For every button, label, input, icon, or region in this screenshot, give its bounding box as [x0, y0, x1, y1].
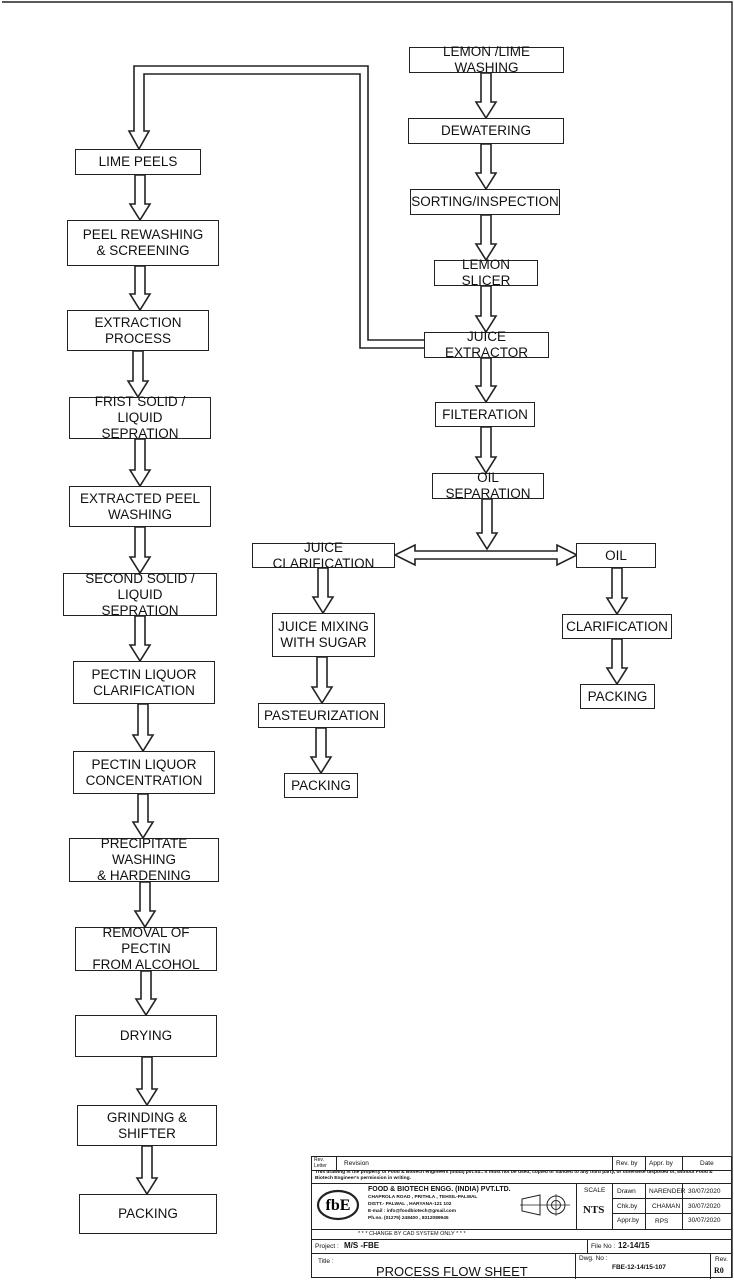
flow-arrow	[474, 214, 498, 262]
box-removal-pectin: REMOVAL OF PECTIN FROM ALCOHOL	[75, 925, 217, 972]
project-value: M/S -FBE	[344, 1241, 380, 1250]
box-sorting-inspection: SORTING/INSPECTION	[410, 189, 560, 215]
appr-by-label: Appr. by	[649, 1160, 673, 1167]
box-lemon-slicer: LEMON SLICER	[434, 257, 538, 288]
flow-arrow	[474, 72, 498, 120]
flow-arrow	[135, 1056, 159, 1107]
box-peel-rewashing: PEEL REWASHING & SCREENING	[67, 220, 219, 266]
company-name: FOOD & BIOTECH ENGG. (INDIA) PVT.LTD.	[368, 1186, 511, 1193]
title-label: Title :	[318, 1258, 334, 1265]
box-juice-clarification: JUICE CLARIFICATION	[252, 540, 395, 571]
flow-arrow	[474, 357, 498, 404]
chk-name: CHAMAN	[652, 1203, 681, 1210]
flow-arrow	[474, 426, 498, 475]
ownership-notice: This drawing is the property of Food & B…	[315, 1170, 713, 1181]
date-label: Date	[700, 1160, 714, 1167]
flow-arrow	[605, 567, 629, 616]
drawn-name: NARENDER	[649, 1188, 686, 1195]
box-pasteurization: PASTEURIZATION	[258, 703, 385, 728]
scale-value: NTS	[583, 1204, 605, 1216]
box-filteration: FILTERATION	[435, 402, 535, 427]
box-drying: DRYING	[75, 1015, 217, 1057]
flow-arrow	[134, 970, 158, 1017]
box-dewatering: DEWATERING	[408, 118, 564, 144]
box-grinding-shifter: GRINDING & SHIFTER	[77, 1105, 217, 1146]
box-extracted-peel-washing: EXTRACTED PEEL WASHING	[69, 486, 211, 527]
box-pectin-clarification: PECTIN LIQUOR CLARIFICATION	[73, 661, 215, 704]
rev-label: Rev.	[715, 1256, 728, 1263]
box-left-packing: PACKING	[79, 1194, 217, 1234]
flow-arrow	[131, 703, 155, 753]
box-oil-clarification: CLARIFICATION	[562, 614, 672, 639]
revision-label: Revision	[344, 1160, 369, 1167]
flow-arrow	[128, 438, 152, 488]
dwg-no-value: FBE-12-14/15-107	[612, 1264, 666, 1271]
company-phone: Ph.no. (01275) 248400 , 8312089945	[368, 1216, 449, 1221]
drawn-label: Drawn	[617, 1188, 636, 1195]
box-lemon-washing: LEMON /LIME WASHING	[409, 44, 564, 75]
company-address-1: CHAPROLA ROAD , PRITHLA , TEHSIL-PALWAL	[368, 1195, 478, 1200]
fbe-logo-text: fbE	[326, 1197, 351, 1214]
flow-arrow	[128, 174, 152, 222]
peel-transfer-pipe	[127, 65, 424, 349]
rev-letter-label: Rev. Letter	[314, 1157, 327, 1169]
appr-name: RPS	[655, 1218, 669, 1225]
flow-arrow	[128, 526, 152, 575]
box-juice-extractor: JUICE EXTRACTOR	[424, 329, 549, 360]
appr-date: 30/07/2020	[688, 1217, 721, 1224]
company-address-2: DISTT.- PALWAL , HARYANA-121 102	[368, 1202, 452, 1207]
projection-symbol-icon	[520, 1194, 570, 1216]
box-second-separation: SECOND SOLID / LIQUID SEPRATION	[63, 571, 217, 618]
box-oil-packing: PACKING	[580, 684, 655, 709]
split-arrow	[475, 498, 499, 551]
rev-value: R0	[714, 1266, 724, 1275]
box-lime-peels: LIME PEELS	[75, 149, 201, 175]
box-juice-packing: PACKING	[284, 773, 358, 798]
file-no-label: File No :	[591, 1243, 616, 1250]
box-precipitate-washing: PRECIPITATE WASHING & HARDENING	[69, 836, 219, 883]
chk-date: 30/07/2020	[688, 1203, 721, 1210]
flow-arrow	[310, 656, 334, 705]
flow-arrow	[309, 727, 333, 775]
file-no-value: 12-14/15	[618, 1241, 650, 1250]
flow-arrow	[126, 350, 150, 399]
flow-arrow	[128, 265, 152, 312]
scale-label: SCALE	[584, 1187, 606, 1194]
flow-arrow	[133, 881, 157, 929]
flow-arrow	[474, 143, 498, 191]
chk-label: Chk.by	[617, 1203, 638, 1210]
drawn-date: 30/07/2020	[688, 1188, 721, 1195]
box-oil: OIL	[576, 543, 656, 568]
box-extraction-process: EXTRACTION PROCESS	[67, 310, 209, 351]
project-label: Project :	[315, 1243, 339, 1250]
box-first-separation: FRIST SOLID / LIQUID SEPRATION	[69, 394, 211, 441]
dwg-no-label: Dwg. No :	[579, 1255, 608, 1262]
box-oil-separation: OIL SEPARATION	[432, 470, 544, 501]
rev-by-label: Rev. by	[616, 1160, 638, 1167]
appr-label: Appr.by	[617, 1217, 640, 1224]
flow-arrow	[311, 567, 335, 615]
flow-arrow	[474, 285, 498, 334]
box-juice-mixing: JUICE MIXING WITH SUGAR	[272, 613, 375, 657]
flow-arrow	[128, 615, 152, 663]
title-block: Rev. Letter Revision Rev. by Appr. by Da…	[311, 1156, 732, 1279]
box-pectin-concentration: PECTIN LIQUOR CONCENTRATION	[73, 751, 215, 794]
cad-note: * * * CHANGE BY CAD SYSTEM ONLY * * *	[358, 1231, 466, 1237]
flow-arrow	[135, 1145, 159, 1196]
fbe-logo: fbE	[316, 1189, 360, 1221]
flow-arrow	[131, 793, 155, 840]
company-email: E-mail : info@foodbiotech@gmail.com	[368, 1209, 456, 1214]
drawing-title: PROCESS FLOW SHEET	[376, 1264, 528, 1279]
flow-arrow	[605, 638, 629, 686]
